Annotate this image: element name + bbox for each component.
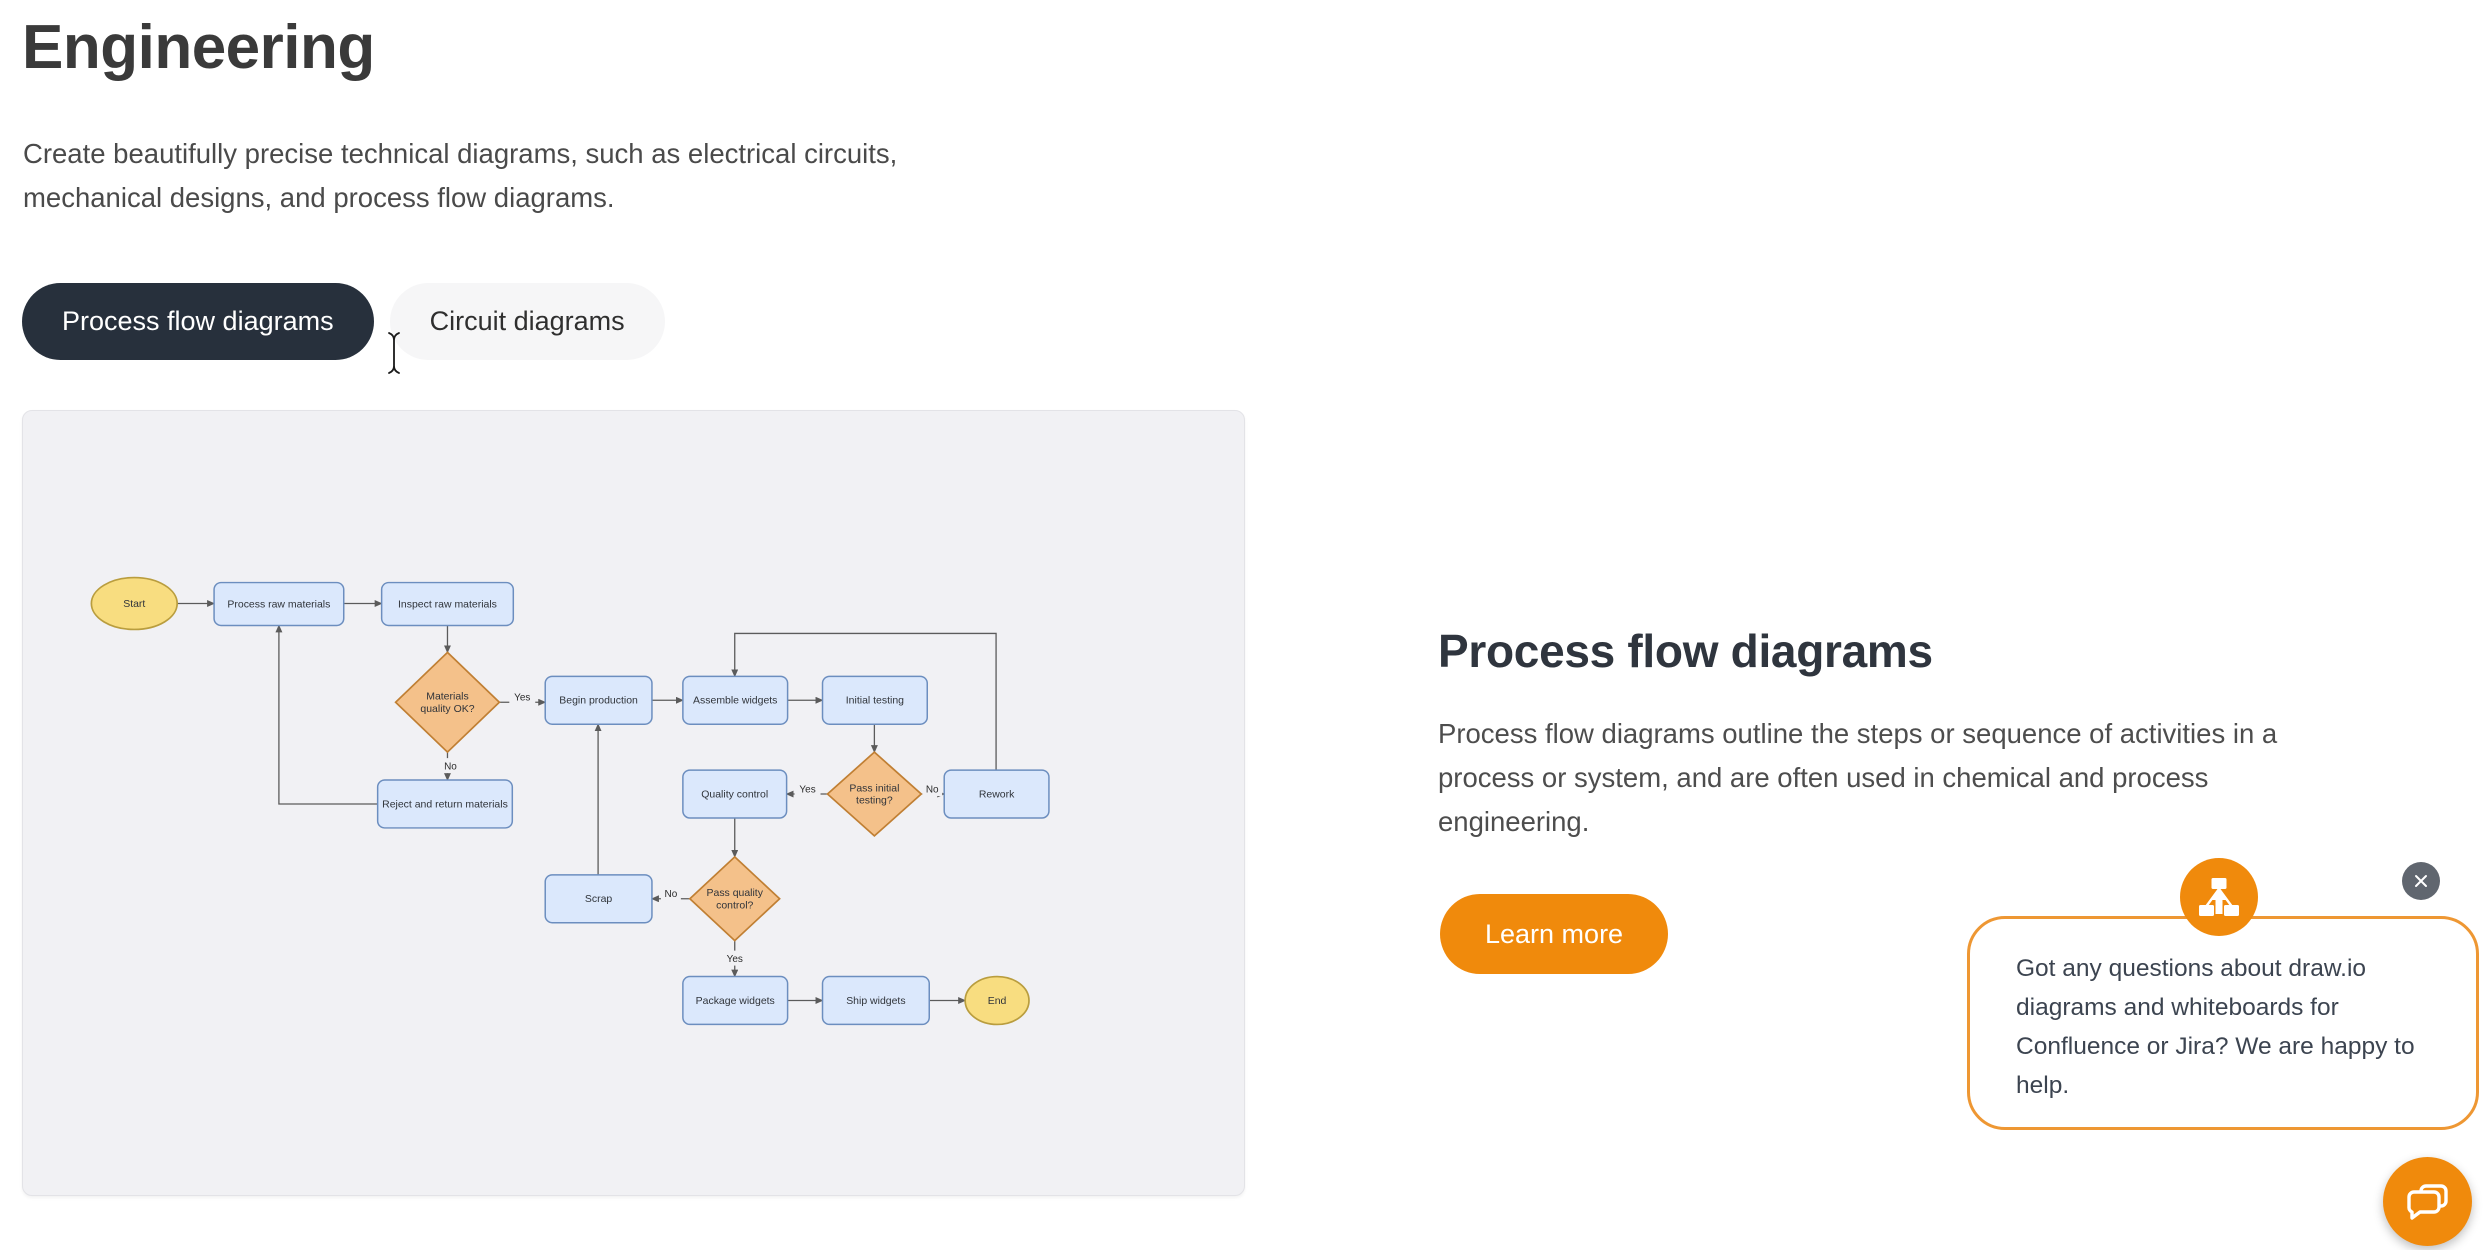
svg-text:End: End — [988, 996, 1007, 1007]
tab-process-flow-diagrams[interactable]: Process flow diagrams — [22, 283, 374, 360]
svg-text:Yes: Yes — [727, 954, 743, 965]
svg-text:Yes: Yes — [514, 693, 530, 704]
detail-heading: Process flow diagrams — [1438, 625, 1933, 677]
drawio-logo-icon — [2180, 858, 2258, 936]
tab-circuit-diagrams[interactable]: Circuit diagrams — [389, 283, 665, 360]
chat-close-button[interactable] — [2402, 862, 2440, 900]
svg-text:Rework: Rework — [979, 790, 1015, 801]
detail-description: Process flow diagrams outline the steps … — [1438, 718, 2278, 837]
svg-text:Inspect raw materials: Inspect raw materials — [398, 599, 497, 610]
svg-text:Start: Start — [123, 599, 145, 610]
svg-text:Package widgets: Package widgets — [696, 996, 775, 1007]
svg-text:Initial testing: Initial testing — [846, 696, 904, 707]
svg-text:Process raw materials: Process raw materials — [227, 599, 330, 610]
svg-text:Assemble widgets: Assemble widgets — [693, 696, 777, 707]
svg-text:Scrap: Scrap — [585, 894, 613, 905]
svg-text:Yes: Yes — [799, 785, 815, 796]
svg-text:Begin production: Begin production — [559, 696, 638, 707]
page-subtitle: Create beautifully precise technical dia… — [23, 138, 898, 213]
tab-bar: Process flow diagrams Circuit diagrams — [22, 283, 665, 360]
chat-bubbles-icon — [2406, 1183, 2448, 1220]
close-icon — [2415, 875, 2427, 887]
svg-text:No: No — [444, 762, 457, 773]
svg-text:Quality control: Quality control — [701, 790, 768, 801]
page-title: Engineering — [22, 13, 375, 82]
svg-text:No: No — [926, 785, 939, 796]
chat-launcher-button[interactable] — [2383, 1157, 2472, 1246]
text-cursor-icon — [388, 332, 400, 374]
svg-text:Reject and return materials: Reject and return materials — [382, 799, 508, 810]
svg-text:No: No — [665, 889, 678, 900]
svg-text:Ship widgets: Ship widgets — [846, 996, 905, 1007]
learn-more-button[interactable]: Learn more — [1440, 894, 1669, 974]
